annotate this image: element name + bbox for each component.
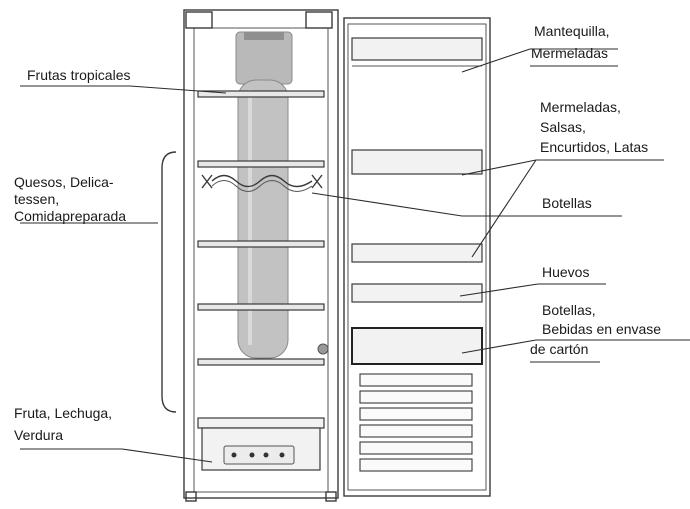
top-hinge-left: [185, 11, 213, 29]
refrigerator-cabinet: [183, 9, 339, 502]
label-fruta-line2: Verdura: [14, 427, 63, 443]
top-hinge-right: [305, 11, 333, 29]
label-mermeladas-line3: Encurtidos, Latas: [540, 139, 648, 155]
crisper-drawer: [197, 417, 325, 471]
door-drawer-2: [359, 390, 473, 404]
labels: Frutas tropicales Quesos, Delica- tessen…: [14, 23, 661, 443]
door-drawer-3: [359, 407, 473, 421]
label-underlines: [20, 48, 690, 450]
refrigerator-door: [343, 17, 491, 497]
shelf-5: [197, 358, 325, 366]
door-bin-3: [351, 283, 483, 303]
door-bin-2: [351, 243, 483, 263]
humidity-control: [223, 445, 295, 465]
label-quesos-line2: tessen,: [14, 191, 59, 207]
door-bin-1: [351, 149, 483, 175]
label-botellas2-line2: Bebidas en envase: [542, 321, 661, 337]
cabinet-foot-right: [325, 491, 337, 502]
label-mermeladas-line1: Mermeladas,: [540, 99, 621, 115]
shelf-4: [197, 303, 325, 311]
label-botellas2-line1: Botellas,: [542, 302, 596, 318]
door-drawer-6: [359, 458, 473, 472]
label-mantequilla-line2: Mermeladas: [531, 45, 608, 61]
door-bottle-bin: [351, 327, 483, 365]
label-mantequilla-line1: Mantequilla,: [534, 23, 610, 39]
door-outer-frame: [343, 17, 491, 497]
door-drawer-4: [359, 424, 473, 438]
shelf-2: [197, 160, 325, 168]
door-drawer-5: [359, 441, 473, 455]
leader-lines: [20, 48, 622, 463]
side-knob: [317, 343, 329, 355]
shelf-3: [197, 240, 325, 248]
door-inner-frame: [347, 23, 487, 491]
bottle-rack: [201, 174, 323, 192]
brace: [161, 151, 177, 413]
label-quesos-line1: Quesos, Delica-: [14, 174, 114, 190]
door-drawer-1: [359, 373, 473, 387]
shelf-1: [197, 90, 325, 98]
label-huevos: Huevos: [542, 264, 589, 280]
cabinet-inner-wall: [193, 27, 329, 493]
label-frutas-tropicales: Frutas tropicales: [27, 67, 130, 83]
cabinet-foot-left: [185, 491, 197, 502]
label-mermeladas-line2: Salsas,: [540, 119, 586, 135]
fan-unit-top: [244, 32, 284, 40]
air-duct: [237, 79, 289, 359]
label-botellas: Botellas: [542, 195, 592, 211]
label-fruta-line1: Fruta, Lechuga,: [14, 405, 112, 421]
label-botellas2-line3: de cartón: [530, 341, 588, 357]
door-butter-compartment: [351, 37, 483, 61]
label-quesos-line3: Comidapreparada: [14, 208, 126, 224]
cabinet-outer-frame: [183, 9, 339, 499]
